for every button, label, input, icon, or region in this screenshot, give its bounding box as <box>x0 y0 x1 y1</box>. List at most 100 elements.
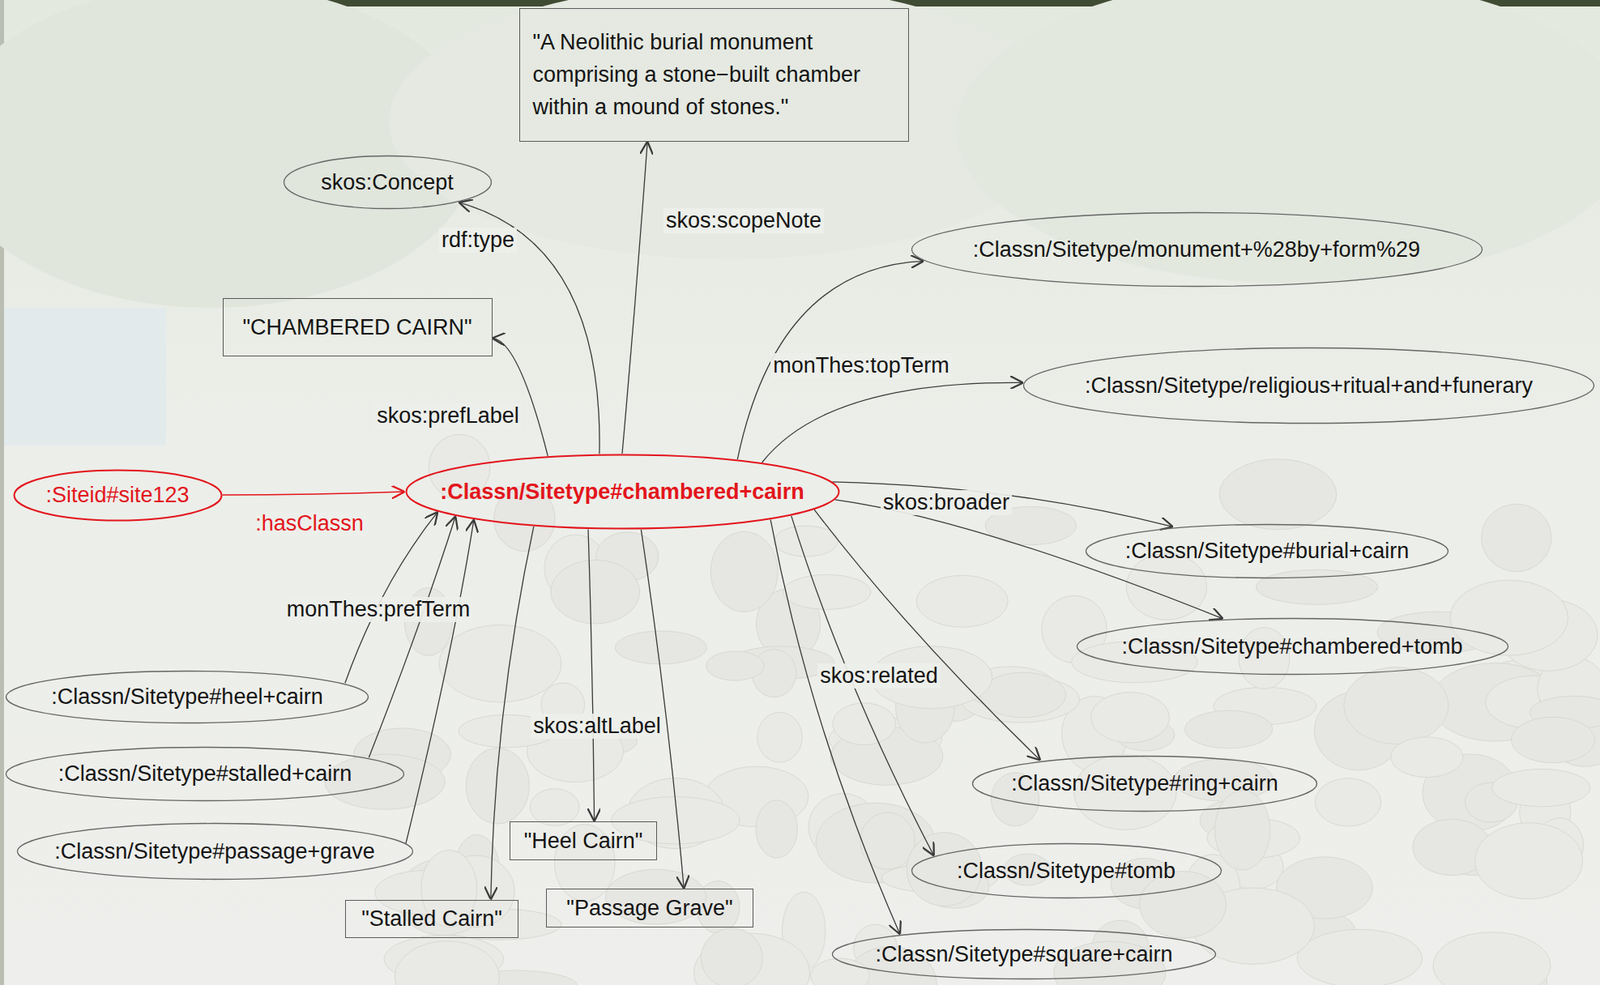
ellipse-shape <box>832 930 1216 980</box>
node-text: :Classn/Sitetype#chambered+tomb <box>1122 633 1464 660</box>
class-ellipse: :Classn/Sitetype#tomb <box>910 842 1223 900</box>
node-text: "CHAMBERED CAIRN" <box>242 314 472 341</box>
water <box>4 307 167 446</box>
edge-label: skos:scopeNote <box>663 208 824 234</box>
ellipse-shape <box>1086 524 1449 578</box>
tree-shade <box>955 0 1600 284</box>
predicate-arrow <box>770 519 901 935</box>
class-ellipse: :Classn/Sitetype#stalled+cairn <box>4 746 406 803</box>
predicate-arrow <box>814 509 1041 761</box>
ellipse-shape <box>283 156 491 210</box>
edge-label: rdf:type <box>439 227 517 253</box>
predicate-arrow <box>622 141 648 455</box>
node-text: "Heel Cairn" <box>524 827 644 854</box>
stone <box>1091 692 1170 743</box>
stone <box>1126 553 1207 620</box>
stone <box>1184 710 1272 749</box>
predicate-arrow <box>762 382 1024 463</box>
stone <box>706 651 765 681</box>
stone <box>710 531 778 612</box>
predicate-arrow <box>640 529 684 889</box>
node-text: :Classn/Sitetype#chambered+cairn <box>439 478 804 505</box>
stone <box>773 525 838 557</box>
edge-label: skos:broader <box>880 490 1012 516</box>
stone <box>1433 932 1551 985</box>
ellipse-shape <box>17 823 413 880</box>
class-ellipse: :Classn/Sitetype#chambered+cairn <box>405 453 841 530</box>
stone <box>980 672 1067 718</box>
stone <box>1475 823 1583 900</box>
node-text: :Classn/Sitetype#ring+cairn <box>1011 770 1278 797</box>
class-ellipse: :Classn/Sitetype#heel+cairn <box>4 669 370 725</box>
stone <box>783 574 871 610</box>
class-ellipse: :Classn/Sitetype#passage+grave <box>16 822 414 881</box>
class-ellipse: :Classn/Sitetype#chambered+tomb <box>1075 617 1510 676</box>
edge-label: skos:altLabel <box>530 713 664 739</box>
stone <box>1297 929 1422 985</box>
node-text: "Stalled Cairn" <box>361 905 503 932</box>
ellipse-shape <box>1024 348 1595 424</box>
predicate-arrow <box>368 516 456 758</box>
predicate-arrow <box>405 519 474 844</box>
node-text: :Classn/Sitetype#heel+cairn <box>51 683 323 710</box>
predicate-arrow <box>588 529 595 822</box>
stone <box>757 712 803 763</box>
predicate-arrow <box>222 491 406 495</box>
stone <box>1215 790 1271 871</box>
ellipse-shape <box>972 755 1318 811</box>
stone <box>529 789 580 827</box>
ellipse-shape <box>1076 618 1508 675</box>
stone <box>550 559 640 624</box>
node-text: :Classn/Sitetype/monument+%28by+form%29 <box>972 236 1421 263</box>
stone <box>1344 667 1449 745</box>
node-text: :Classn/Sitetype#burial+cairn <box>1125 537 1409 564</box>
stone <box>916 575 1008 628</box>
edge-label: monThes:prefTerm <box>284 597 474 623</box>
node-text: "Passage Grave" <box>566 895 733 922</box>
node-text: :Classn/Sitetype#square+cairn <box>875 941 1174 968</box>
node-text: :Siteid#site123 <box>45 482 189 508</box>
stone <box>1481 503 1552 572</box>
literal-box: "CHAMBERED CAIRN" <box>222 298 493 357</box>
predicate-arrow <box>492 337 549 456</box>
stone <box>439 624 562 703</box>
edge-label: :hasClassn <box>252 511 367 537</box>
ellipse-shape <box>13 469 222 521</box>
stone <box>1510 716 1595 764</box>
literal-box: "Stalled Cairn" <box>345 900 519 939</box>
stone <box>755 800 798 858</box>
stone <box>810 958 870 985</box>
class-ellipse: :Siteid#site123 <box>12 469 223 522</box>
class-ellipse: :Classn/Sitetype#ring+cairn <box>971 755 1319 813</box>
edge-label: skos:prefLabel <box>374 403 522 429</box>
ellipse-shape <box>6 670 369 723</box>
class-ellipse: :Classn/Sitetype/religious+ritual+and+fu… <box>1022 346 1596 425</box>
stone <box>1390 737 1464 778</box>
ellipse-shape <box>911 844 1221 899</box>
class-ellipse: :Classn/Sitetype#burial+cairn <box>1084 523 1450 580</box>
stone <box>1450 580 1569 656</box>
class-ellipse: :Classn/Sitetype/monument+%28by+form%29 <box>910 211 1484 288</box>
node-text: :Classn/Sitetype#passage+grave <box>54 838 376 865</box>
stone <box>1255 569 1378 605</box>
class-ellipse: skos:Concept <box>282 154 493 210</box>
class-ellipse: :Classn/Sitetype#square+cairn <box>831 928 1217 981</box>
stone <box>1315 778 1382 827</box>
stone <box>394 941 500 985</box>
stone <box>465 747 530 824</box>
literal-box: "A Neolithic burial monument comprising … <box>519 8 909 142</box>
ellipse-shape <box>405 455 839 530</box>
node-text: :Classn/Sitetype/religious+ritual+and+fu… <box>1084 372 1533 399</box>
stone <box>700 928 763 985</box>
edge-label: skos:related <box>817 663 941 689</box>
edge-label: monThes:topTerm <box>770 353 952 379</box>
node-text: :Classn/Sitetype#stalled+cairn <box>58 760 352 787</box>
stone <box>1492 768 1591 807</box>
stone <box>614 631 707 665</box>
node-text: "A Neolithic burial monument comprising … <box>533 25 896 124</box>
literal-box: "Passage Grave" <box>546 888 754 928</box>
ellipse-shape <box>911 213 1482 287</box>
predicate-arrow <box>832 482 1174 528</box>
ellipse-shape <box>6 746 405 801</box>
